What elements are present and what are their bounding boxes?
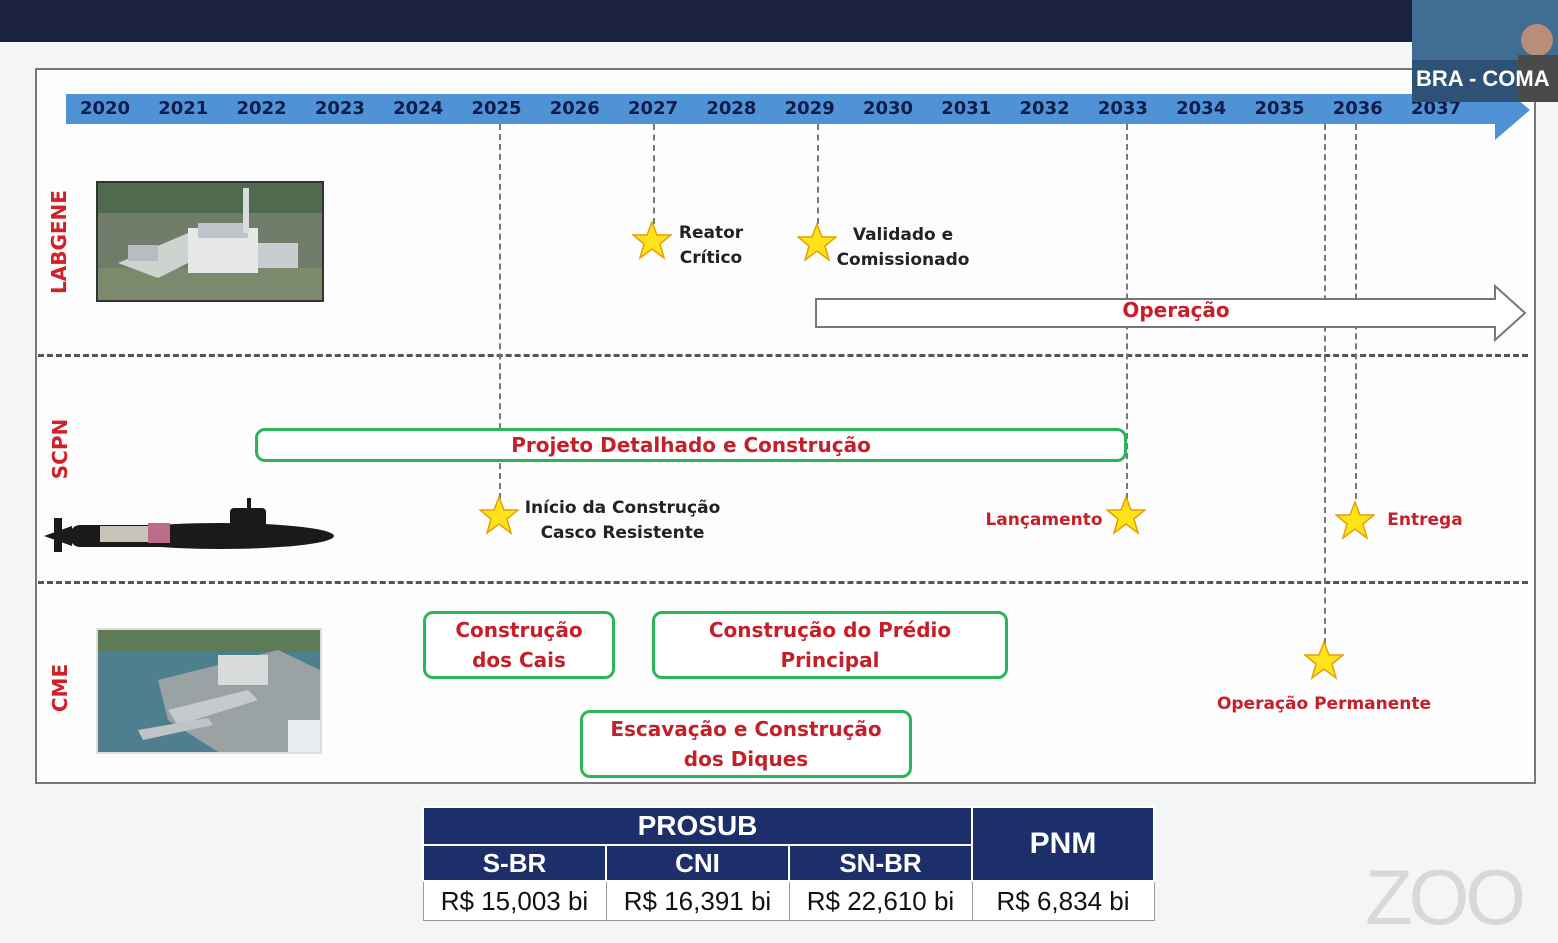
year-label: 2029 [784, 98, 835, 119]
section-divider [38, 581, 1528, 584]
year-label: 2027 [628, 98, 679, 119]
value-snbr: R$ 22,610 bi [788, 880, 973, 921]
year-label: 2035 [1254, 98, 1305, 119]
cme-shipyard-image [96, 628, 322, 754]
milestone-guide-2029 [817, 124, 819, 224]
value-sbr: R$ 15,003 bi [422, 880, 607, 921]
year-label: 2030 [862, 98, 914, 119]
participant-name-label: BRA - COMA [1416, 66, 1550, 91]
pnm-header: PNM [971, 806, 1155, 882]
year-label: 2028 [706, 98, 757, 119]
year-label: 2023 [314, 98, 365, 119]
star-icon [479, 495, 519, 535]
projeto-detalhado-box: Projeto Detalhado e Construção [255, 428, 1127, 462]
cost-table: PROSUB PNM S-BR CNI SN-BR R$ 15,003 bi R… [422, 806, 1155, 921]
star-icon [632, 220, 672, 260]
escavacao-diques-box: Escavação e Construção dos Diques [580, 710, 912, 778]
milestone-guide-2035 [1324, 124, 1326, 644]
col-header-snbr: SN-BR [788, 844, 973, 882]
milestone-validado-comissionado: Validado e Comissionado [836, 225, 970, 270]
year-label: 2032 [1019, 98, 1070, 119]
value-pnm: R$ 6,834 bi [971, 880, 1155, 921]
star-icon [1335, 500, 1375, 540]
year-label: 2031 [941, 98, 992, 119]
value-cni: R$ 16,391 bi [605, 880, 790, 921]
submarine-image [44, 498, 334, 552]
year-label: 2024 [393, 98, 444, 119]
year-label: 2036 [1332, 98, 1383, 119]
milestone-guide-2025 [499, 124, 501, 499]
year-label: 2026 [549, 98, 600, 119]
prosub-header: PROSUB [422, 806, 973, 846]
milestone-inicio-construcao: Início da Construção Casco Resistente [524, 498, 721, 543]
operacao-label: Operação [1122, 298, 1230, 322]
star-icon [797, 222, 837, 262]
section-divider [38, 354, 1528, 357]
zoom-watermark: ZOO [1365, 853, 1526, 941]
year-label: 2033 [1097, 98, 1148, 119]
year-label: 2034 [1176, 98, 1227, 119]
top-bar [0, 0, 1558, 42]
participant-video-thumbnail[interactable] [1412, 0, 1558, 102]
construcao-cais-box: Construção dos Cais [423, 611, 615, 679]
year-label: 2021 [158, 98, 209, 119]
star-icon [1106, 495, 1146, 535]
year-label: 2025 [471, 98, 522, 119]
year-label: 2022 [236, 98, 287, 119]
labgene-facility-image [96, 181, 324, 302]
star-icon [1304, 640, 1344, 680]
milestone-entrega: Entrega [1387, 510, 1463, 530]
year-label: 2020 [79, 98, 131, 119]
col-header-cni: CNI [605, 844, 790, 882]
year-label: 2037 [1411, 98, 1462, 119]
milestone-guide-2027 [653, 124, 655, 224]
operacao-arrow [815, 283, 1527, 343]
year-axis-arrow [66, 80, 1530, 140]
milestone-lancamento: Lançamento [985, 510, 1103, 530]
milestone-operacao-permanente: Operação Permanente [1216, 694, 1432, 714]
construcao-predio-box: Construção do Prédio Principal [652, 611, 1008, 679]
milestone-reator-critico: Reator Crítico [678, 223, 744, 268]
col-header-sbr: S-BR [422, 844, 607, 882]
